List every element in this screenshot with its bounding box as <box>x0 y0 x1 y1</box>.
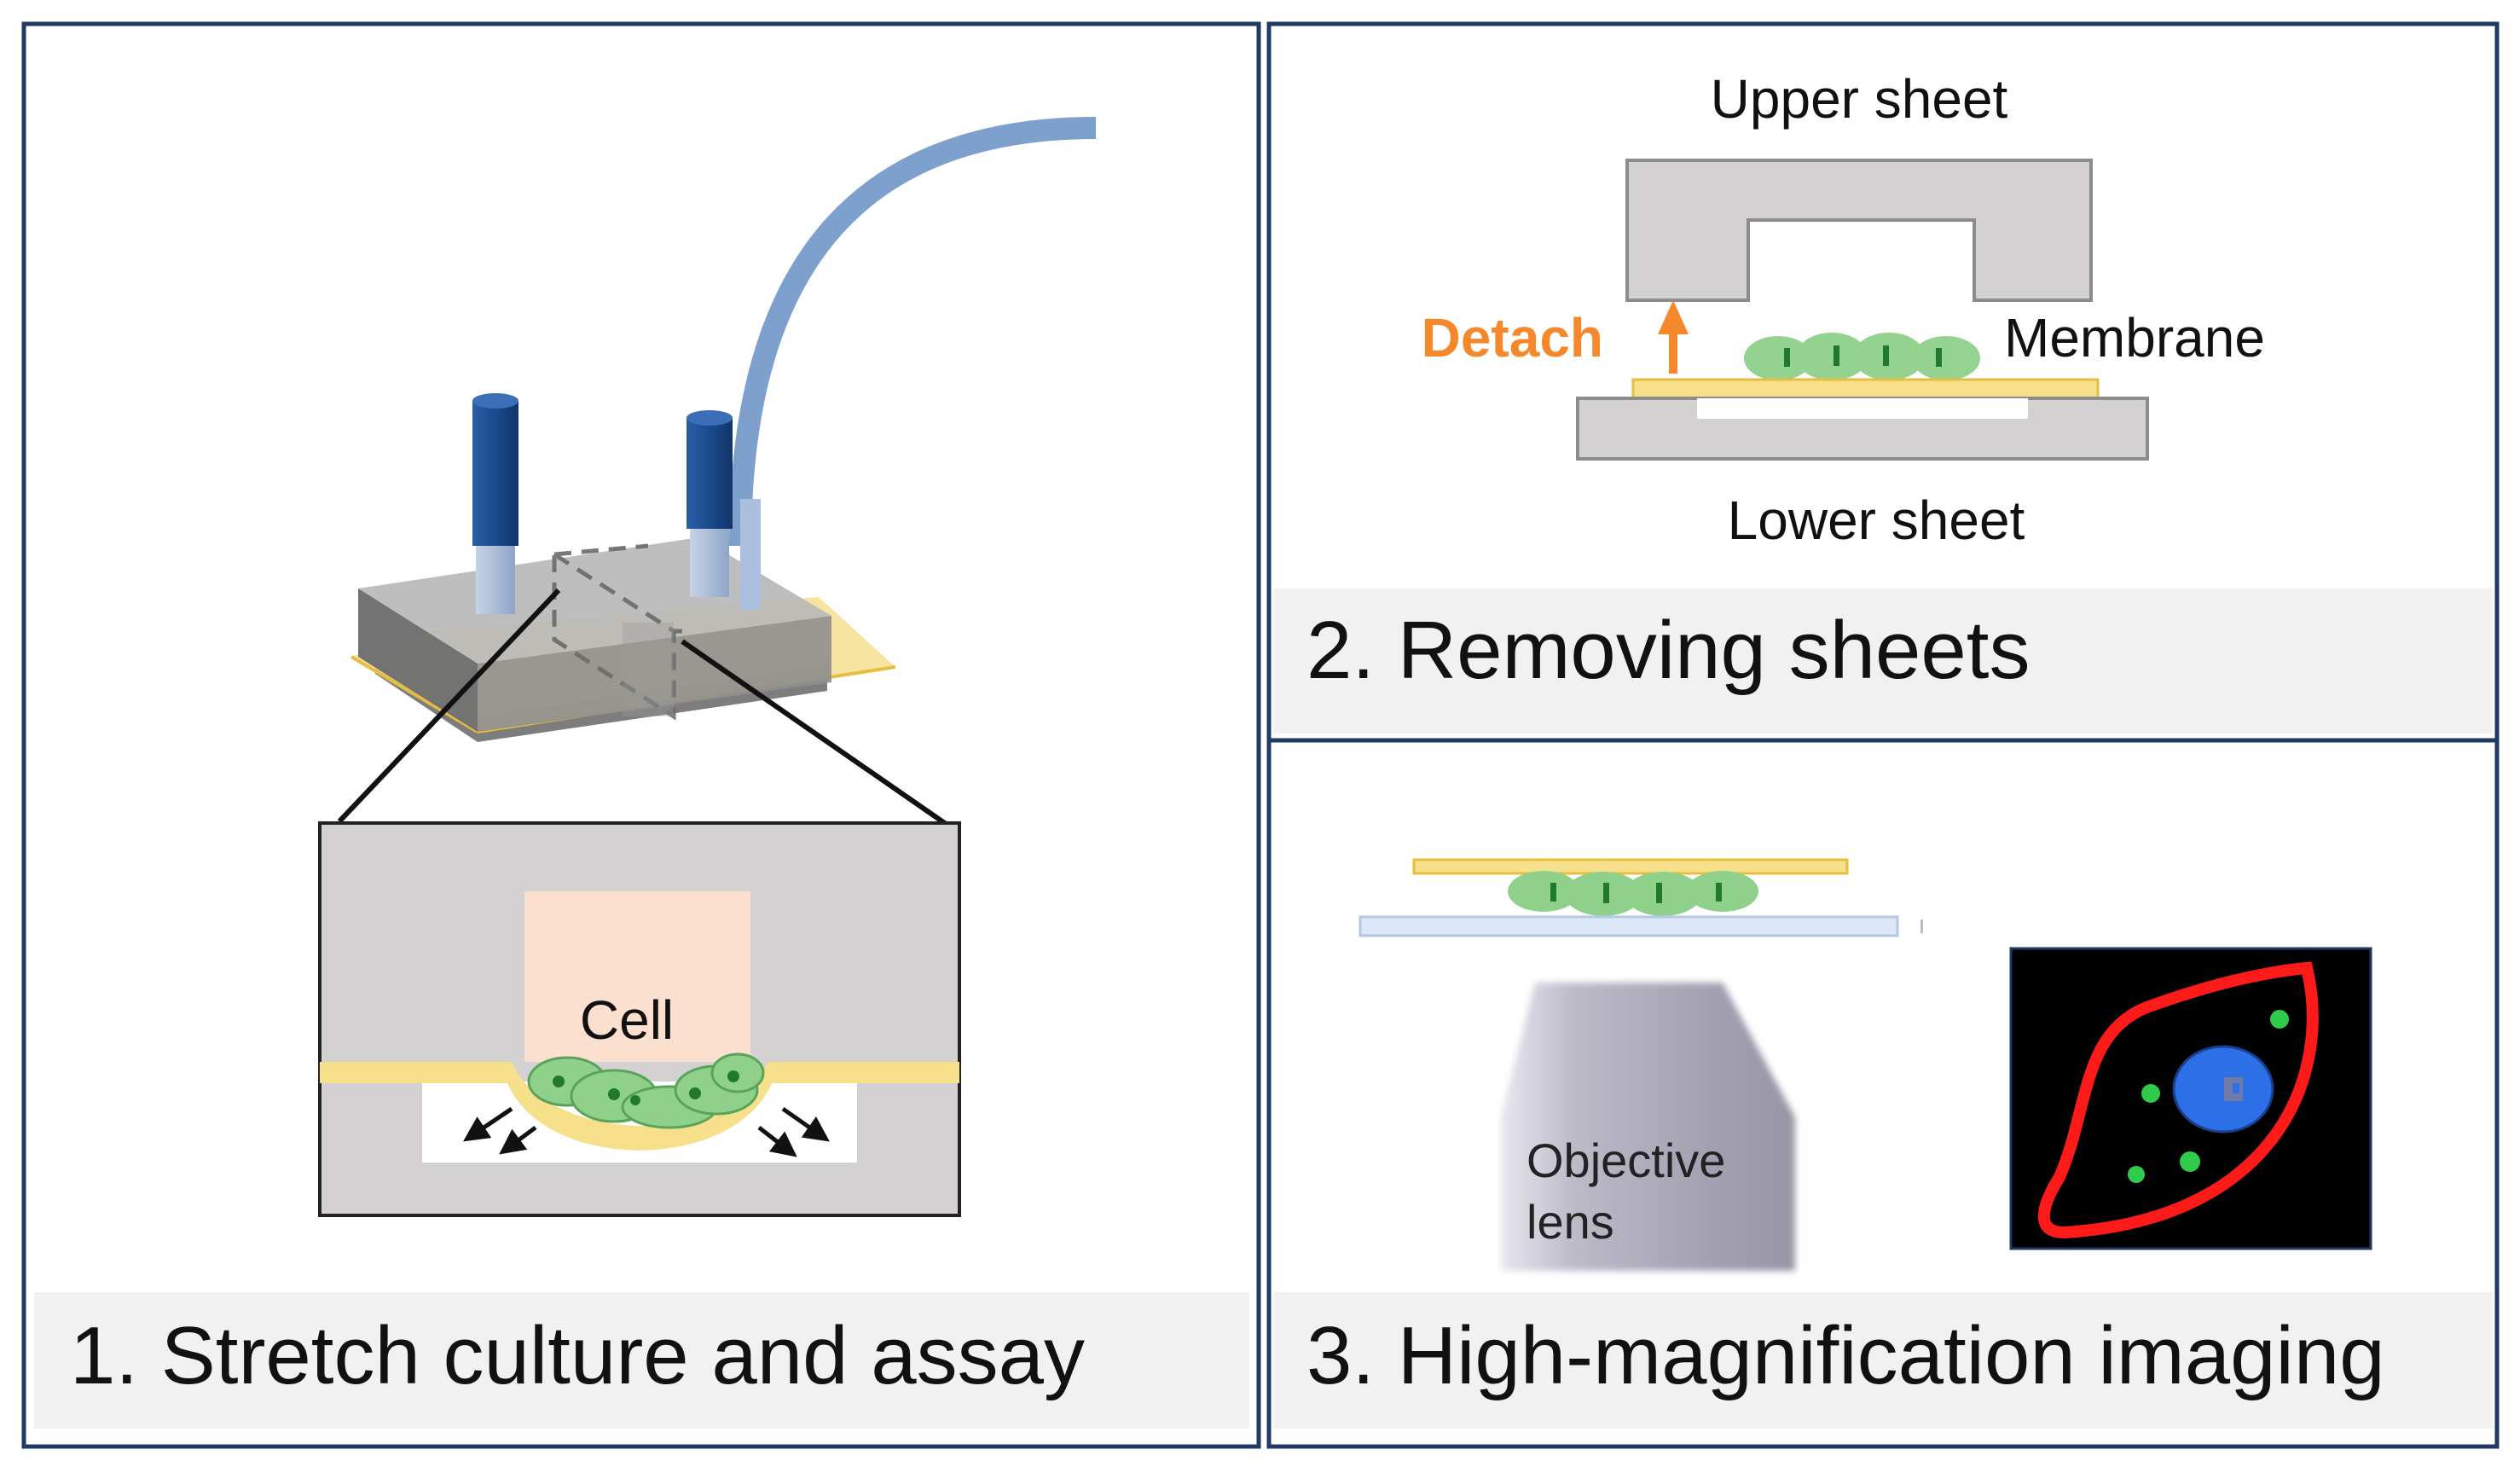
panel-1-caption: 1. Stretch culture and assay <box>70 1310 1085 1401</box>
detach-label: Detach <box>1422 307 1603 368</box>
arrow-up-icon <box>1658 300 1689 374</box>
cell-image-icon <box>2009 947 2372 1250</box>
objective-label-line1: Objective <box>1526 1134 1725 1187</box>
upper-sheet-label: Upper sheet <box>1711 68 2008 130</box>
lower-sheet-label: Lower sheet <box>1728 490 2025 551</box>
panel-stretch-culture: Cell 1. Stretch culture and assay <box>21 21 1261 1449</box>
post-icon <box>686 410 733 597</box>
tube-icon <box>729 117 1097 547</box>
inset-cell-label: Cell <box>580 989 674 1051</box>
panel-2-caption: 2. Removing sheets <box>1306 605 2030 696</box>
inset-cross-section: Cell <box>318 821 961 1217</box>
membrane <box>1631 378 2100 400</box>
objective-lens-icon: Objective lens <box>1501 983 1795 1271</box>
panel-3-caption: 3. High-magnification imaging <box>1306 1310 2385 1401</box>
device-chip-icon <box>350 537 896 742</box>
objective-label-line2: lens <box>1526 1195 1614 1249</box>
panel-removing-sheets: Upper sheet Detach Membrane Lower she <box>1266 21 2500 743</box>
upper-sheet <box>1625 159 2093 302</box>
membrane-label: Membrane <box>2004 307 2265 368</box>
panel-imaging: Objective lens 3. High-magnification ima… <box>1266 738 2500 1449</box>
post-icon <box>472 393 518 614</box>
